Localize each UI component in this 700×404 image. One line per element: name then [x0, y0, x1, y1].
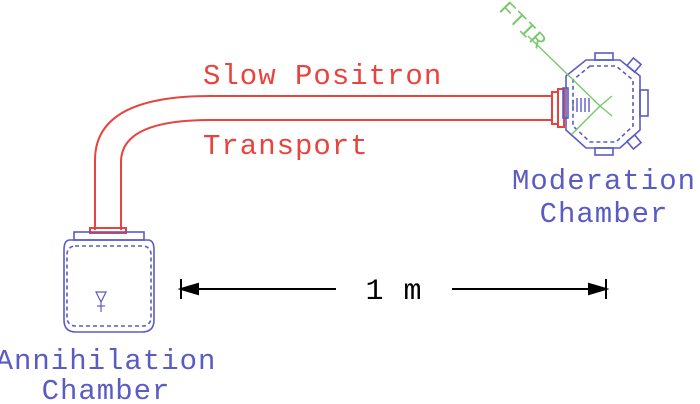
moderation-label-line2: Chamber — [540, 198, 669, 231]
transport-tube — [94, 95, 552, 230]
moderation-label-line1: Moderation — [512, 165, 696, 198]
transport-label-line1: Slow Positron — [203, 60, 442, 93]
moderation-port-bottom — [594, 147, 614, 156]
scale-label: 1 m — [365, 275, 422, 309]
transport-label-line2: Transport — [203, 130, 369, 163]
ftir-beam — [527, 35, 613, 135]
annihilation-chamber-inner — [66, 245, 152, 327]
moderation-port-right-bottom — [625, 133, 643, 151]
moderation-chamber — [562, 52, 649, 156]
moderation-port-right — [639, 89, 649, 117]
annihilation-label-line1: Annihilation — [0, 345, 216, 378]
annihilation-chamber — [63, 231, 155, 333]
annihilation-target — [95, 291, 107, 312]
moderation-chamber-inner — [572, 65, 634, 143]
moderation-port-top — [594, 52, 614, 61]
moderation-port-right-top — [625, 56, 643, 74]
moderator-target — [572, 98, 590, 112]
annihilation-chamber-body — [63, 239, 155, 333]
moderation-port-left — [562, 87, 569, 119]
transport-flange-annihilation — [89, 227, 127, 234]
transport-tube-inner-wall — [120, 119, 552, 230]
transport-flange-moderation — [551, 88, 565, 128]
ftir-label: FTIR — [493, 0, 551, 55]
scale-bar — [177, 279, 610, 299]
annihilation-label-line2: Chamber — [42, 375, 171, 404]
transport-tube-outer-wall — [94, 95, 552, 230]
